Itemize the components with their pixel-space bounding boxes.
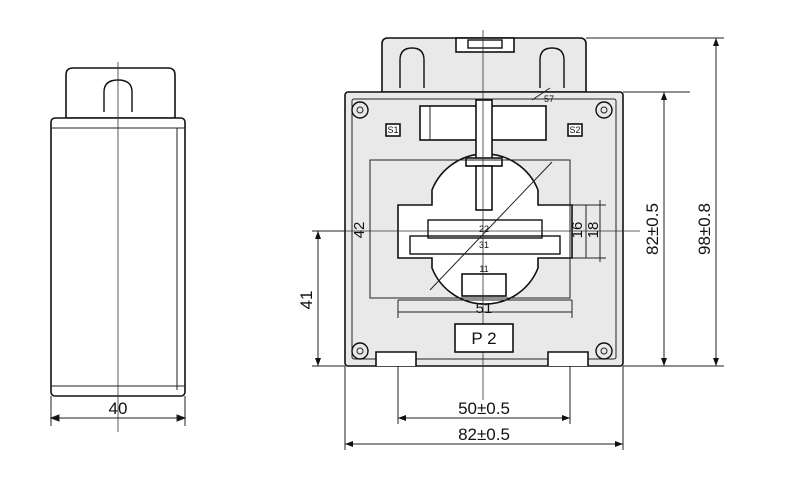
- window-height-dim: 42: [351, 222, 368, 239]
- svg-text:S1: S1: [387, 125, 398, 135]
- total-height-dim: 98±0.8: [695, 203, 714, 255]
- mounting-hole-top-right: [595, 101, 613, 119]
- foot-right: [547, 351, 589, 366]
- dimensions: 41 82±0.5 98±0.8 50±0.5 82±0.5: [297, 37, 724, 450]
- terminal-cap: [381, 37, 587, 93]
- mounting-hole-bottom-right: [595, 342, 613, 360]
- busbar-clamp: [461, 273, 507, 297]
- svg-text:S2: S2: [569, 125, 580, 135]
- mounting-hole-bottom-left: [351, 342, 369, 360]
- bar-slot-width-dim: 31: [479, 240, 489, 250]
- mount-height-dim: 41: [297, 291, 316, 310]
- body-height-dim: 82±0.5: [643, 203, 662, 255]
- bolt-width-dim: 11: [479, 264, 488, 274]
- side-view-cap: [65, 67, 176, 119]
- terminal-bolt: [475, 99, 493, 161]
- window-width-dim: 51: [476, 300, 493, 317]
- foot-left: [375, 351, 417, 366]
- terminal-s2: [567, 123, 583, 137]
- p2-label-box: [454, 323, 514, 353]
- body-width-dim: 82±0.5: [458, 425, 510, 444]
- terminal-s1: [385, 123, 401, 137]
- hole-spacing-dim: 50±0.5: [458, 399, 510, 418]
- slot-inner-dim: 16: [569, 222, 586, 239]
- mounting-hole-top-left: [351, 101, 369, 119]
- side-width-dim: 40: [109, 399, 128, 418]
- slot-outer-dim: 18: [585, 222, 602, 239]
- side-view: 40: [49, 62, 187, 432]
- svg-text:57: 57: [544, 94, 554, 104]
- terminal-label-p2: P 2: [471, 329, 496, 348]
- front-view: S1 S2 57 42 22 31 11 51: [320, 30, 640, 400]
- bar-slot-mid-dim: 22: [479, 224, 489, 234]
